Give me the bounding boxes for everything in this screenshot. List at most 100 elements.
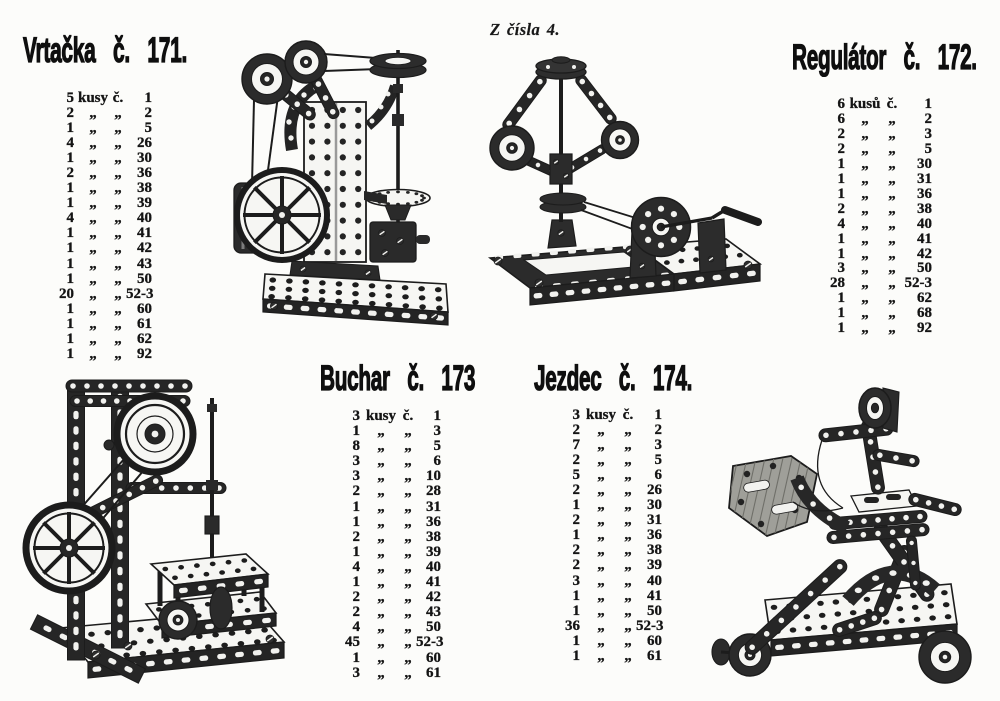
- part-no-label: „: [404, 498, 412, 515]
- parts-row: 1„„30: [40, 150, 152, 167]
- part-no-label: „: [404, 574, 412, 591]
- parts-row: 1„„42: [810, 245, 932, 262]
- part-count: 1: [837, 185, 845, 202]
- part-number: 39: [647, 557, 662, 574]
- part-unit: „: [377, 619, 385, 636]
- part-number: 42: [137, 240, 152, 257]
- parts-row: 4„„40: [810, 215, 932, 232]
- part-unit: „: [89, 135, 97, 152]
- title-jezdec: Jezdec č. 174.: [534, 358, 693, 398]
- parts-row: 2„„5: [810, 140, 932, 157]
- part-no-label: „: [888, 185, 896, 202]
- parts-row: 3„„50: [810, 261, 932, 276]
- part-no-label: „: [888, 110, 896, 127]
- part-no-label: „: [114, 345, 122, 362]
- part-unit: „: [597, 467, 605, 484]
- part-no-label: „: [404, 619, 412, 636]
- part-unit: „: [377, 498, 385, 515]
- part-unit: „: [861, 290, 869, 307]
- part-unit: „: [597, 482, 605, 499]
- part-no-label: „: [624, 572, 632, 589]
- parts-row: 1„„36: [810, 185, 932, 202]
- part-count: 2: [352, 483, 360, 500]
- part-unit: „: [861, 305, 869, 322]
- parts-row: 1„„31: [810, 170, 932, 187]
- part-number: 5: [144, 120, 152, 137]
- parts-row: 2„„3: [810, 126, 932, 142]
- part-count: 4: [66, 135, 74, 152]
- parts-row: 1„„62: [810, 291, 932, 306]
- part-unit: „: [89, 300, 97, 317]
- part-unit: „: [861, 155, 869, 172]
- parts-row: 5„„6: [546, 467, 662, 484]
- part-unit: „: [89, 180, 97, 197]
- part-unit: „: [861, 140, 869, 157]
- parts-row: 2„„26: [546, 483, 662, 498]
- part-no-label: „: [114, 165, 122, 182]
- part-count: 1: [66, 345, 74, 362]
- part-count: 6: [837, 110, 845, 127]
- part-number: 92: [137, 345, 152, 362]
- part-no-label: „: [404, 453, 412, 470]
- parts-row: 2„„5: [546, 452, 662, 469]
- part-count: 1: [66, 195, 74, 212]
- part-count: 1: [66, 150, 74, 167]
- parts-row: 1„„39: [326, 543, 441, 560]
- part-unit: „: [861, 200, 869, 217]
- part-no-label: „: [888, 140, 896, 157]
- part-number: 61: [426, 664, 441, 681]
- part-no-label: „: [888, 170, 896, 187]
- part-number: 30: [917, 155, 932, 172]
- part-number: 1: [924, 96, 932, 112]
- part-count: 3: [352, 664, 360, 681]
- part-count: 3: [837, 260, 845, 277]
- part-number: 50: [426, 619, 441, 636]
- part-count: 2: [572, 482, 580, 499]
- part-unit: „: [597, 542, 605, 559]
- part-unit: „: [89, 210, 97, 227]
- part-no-label: „: [114, 180, 122, 197]
- parts-row: 7„„3: [546, 437, 662, 454]
- page-note: Z čísla 4.: [490, 20, 560, 39]
- part-number: 43: [426, 604, 441, 621]
- part-unit: „: [89, 345, 97, 362]
- part-unit: kusy: [365, 408, 397, 424]
- part-unit: „: [377, 543, 385, 560]
- part-no-label: „: [624, 542, 632, 559]
- part-unit: „: [861, 245, 869, 262]
- part-number: 40: [917, 215, 932, 232]
- part-count: 2: [572, 422, 580, 439]
- part-unit: kusy: [585, 407, 617, 423]
- parts-row: 4„„50: [326, 620, 441, 635]
- parts-row: 2„„38: [326, 529, 441, 545]
- part-unit: „: [597, 422, 605, 439]
- parts-row: 28„„52-3: [810, 276, 932, 291]
- part-count: 2: [837, 140, 845, 157]
- part-count: 2: [352, 589, 360, 606]
- part-number: 36: [917, 185, 932, 202]
- part-number: 5: [654, 452, 662, 469]
- part-no-label: „: [114, 120, 122, 137]
- parts-row: 1„„36: [326, 513, 441, 530]
- parts-row: 2„„2: [546, 422, 662, 439]
- part-count: 1: [66, 330, 74, 347]
- parts-row: 1„„36: [546, 528, 662, 543]
- part-unit: „: [377, 483, 385, 500]
- parts-row: 2„„36: [40, 166, 152, 181]
- part-no-label: „: [114, 150, 122, 167]
- part-count: 1: [66, 315, 74, 332]
- part-count: 2: [572, 452, 580, 469]
- part-number: 3: [654, 437, 662, 454]
- part-no-label: „: [624, 617, 632, 634]
- part-number: 92: [917, 320, 932, 337]
- parts-row: 1 „ „ 92: [40, 345, 152, 362]
- part-no-label: „: [624, 497, 632, 514]
- part-count: 1: [572, 602, 580, 619]
- part-count: 1: [352, 513, 360, 530]
- part-number: 36: [137, 165, 152, 182]
- part-no-label: „: [114, 330, 122, 347]
- parts-row: 1„„42: [40, 241, 152, 256]
- part-count: 20: [59, 285, 74, 302]
- part-number: 3: [433, 423, 441, 440]
